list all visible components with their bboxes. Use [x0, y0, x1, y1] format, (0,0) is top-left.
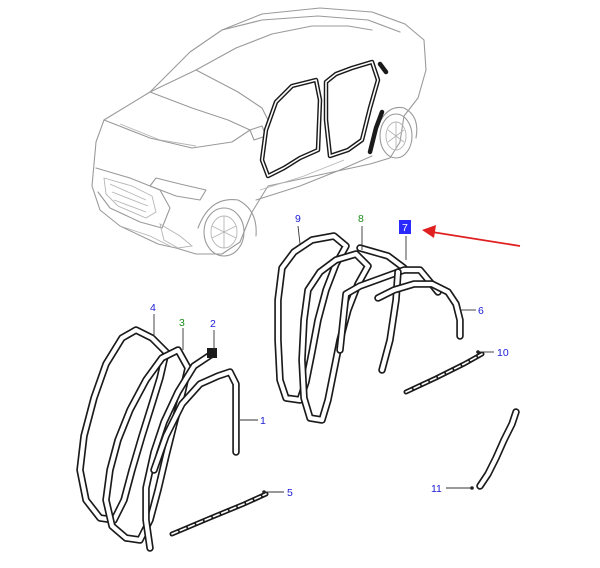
highlight-arrow	[422, 225, 521, 247]
callout-labels: 4 3 2 1 5 9 8 7 6 10 11	[150, 213, 509, 499]
part-11-rear-quarter-trim	[476, 408, 520, 490]
callout-9: 9	[295, 213, 301, 225]
callout-5: 5	[287, 487, 293, 499]
vehicle-illustration	[91, 7, 427, 257]
callout-10: 10	[497, 347, 509, 359]
part-5-front-belt-strip	[169, 491, 269, 537]
callout-6: 6	[478, 305, 484, 317]
callout-3: 3	[179, 317, 185, 329]
part-6-rear-quarter-channel	[374, 280, 464, 340]
callout-2: 2	[210, 318, 216, 330]
callout-4: 4	[150, 302, 156, 314]
leader-lines	[153, 225, 494, 494]
part-2-front-door-clip-seal	[142, 348, 217, 552]
callout-11: 11	[431, 483, 442, 495]
part-10-rear-belt-strip	[403, 351, 485, 395]
callout-7-highlight-box	[399, 220, 411, 234]
part-8-rear-door-seal-inner	[298, 244, 408, 424]
part-9-rear-door-seal	[274, 232, 350, 404]
callout-1: 1	[260, 415, 266, 427]
clip-icon	[207, 348, 217, 358]
part-4-front-door-seal	[76, 326, 170, 524]
callout-7: 7	[402, 222, 408, 234]
callout-8: 8	[358, 213, 364, 225]
part-1-front-window-channel	[150, 368, 240, 474]
